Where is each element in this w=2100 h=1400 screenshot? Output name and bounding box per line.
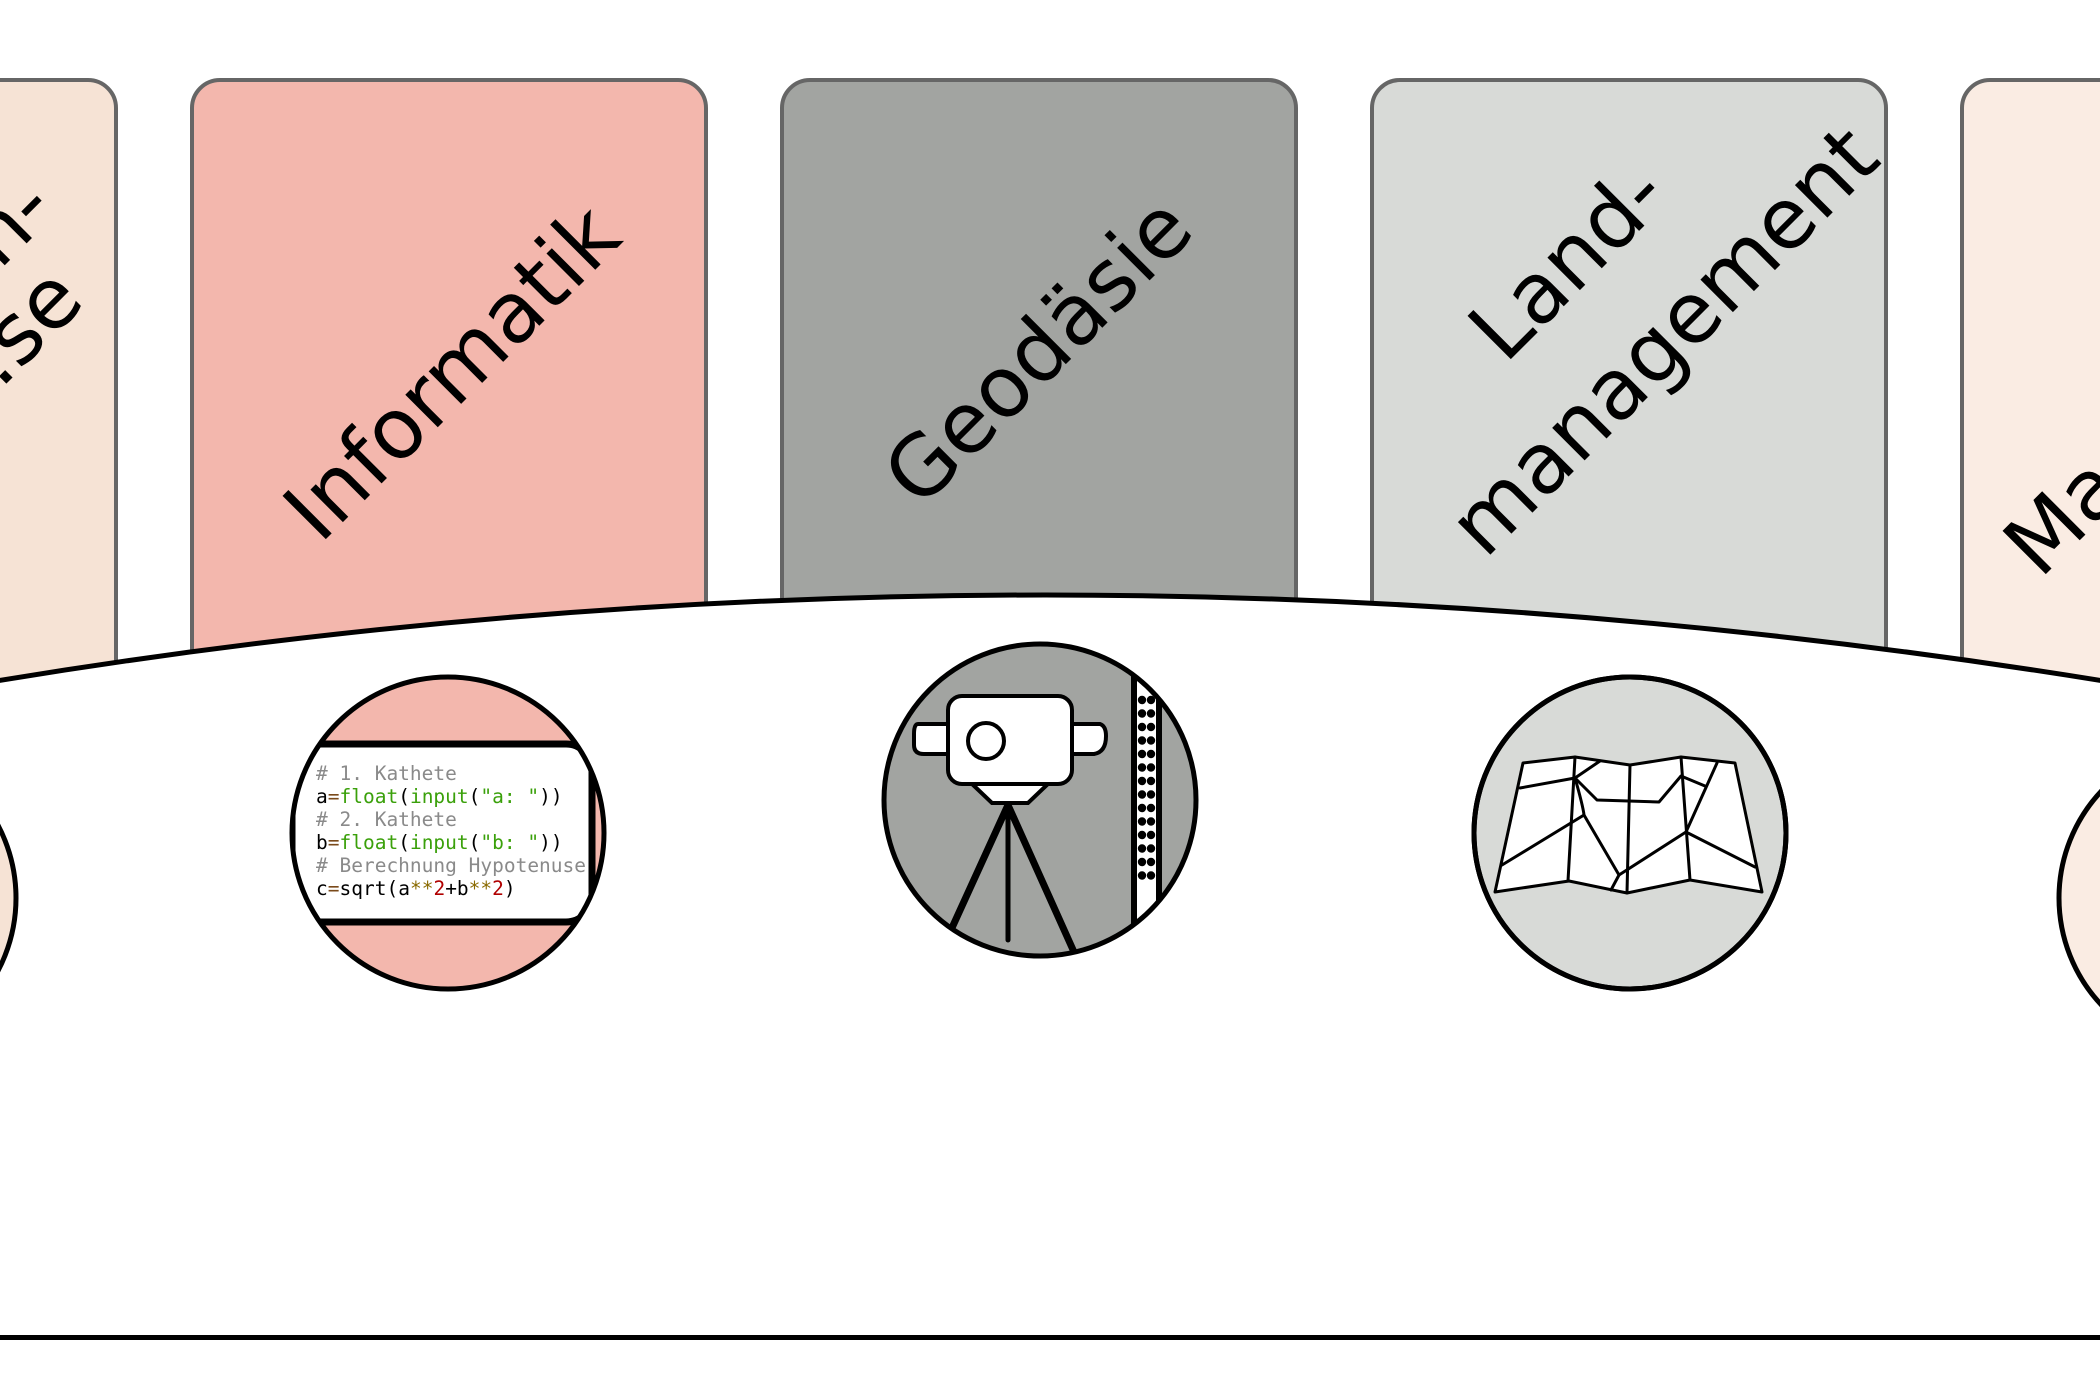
staff-mark: [1137, 736, 1147, 745]
card-left-partial[interactable]: …n- …se: [0, 78, 118, 782]
code-token: 2: [433, 877, 445, 900]
code-token: )): [539, 785, 562, 808]
staff-mark: [1137, 857, 1147, 867]
code-token: )): [539, 831, 562, 854]
code-token: # 2. Kathete: [316, 808, 457, 831]
code-token: a: [316, 785, 328, 808]
code-token: 2: [492, 877, 504, 900]
code-line: c=sqrt(a**2+b**2): [316, 877, 516, 900]
bottom-divider: [0, 1335, 2100, 1340]
staff-mark: [1137, 817, 1147, 826]
code-token: (: [398, 831, 410, 854]
code-token: # 1. Kathete: [316, 762, 457, 785]
code-token: +b: [445, 877, 468, 900]
level-instrument-icon: [912, 694, 1109, 805]
staff-mark: [1146, 749, 1156, 759]
staff-mark: [1137, 803, 1147, 813]
card-right-partial[interactable]: Ma…: [1960, 78, 2100, 782]
staff-mark: [1146, 695, 1156, 705]
staff-mark: [1137, 749, 1147, 759]
code-line: a=float(input("a: ")): [316, 785, 563, 808]
code-token: float: [340, 785, 399, 808]
code-token: input: [410, 831, 469, 854]
staff-mark: [1146, 763, 1156, 772]
code-line: # 1. Kathete: [316, 762, 457, 785]
staff-mark: [1137, 871, 1147, 880]
code-token: "a: ": [480, 785, 539, 808]
code-token: input: [410, 785, 469, 808]
right-partial-icon: [2056, 788, 2100, 1008]
code-token: sqrt(a: [340, 877, 410, 900]
code-token: ): [504, 877, 516, 900]
staff-mark: [1137, 709, 1147, 718]
code-token: =: [328, 831, 340, 854]
staff-mark: [1146, 790, 1156, 799]
arc-edge: [0, 592, 2100, 683]
code-token: float: [340, 831, 399, 854]
code-token: # Berechnung Hypotenuse: [316, 854, 586, 877]
code-token: (: [469, 785, 481, 808]
code-token: "b: ": [480, 831, 539, 854]
code-line: b=float(input("b: ")): [316, 831, 563, 854]
code-token: =: [328, 877, 340, 900]
code-token: **: [410, 877, 433, 900]
left-partial-icon: [0, 823, 19, 973]
folded-map-icon: [1471, 674, 1789, 992]
staff-mark: [1137, 844, 1147, 853]
code-token: b: [316, 831, 328, 854]
surveying-level-icon: [881, 641, 1199, 959]
staff-mark: [1137, 830, 1147, 840]
staff-mark: [1146, 871, 1156, 880]
staff-mark: [1137, 776, 1147, 786]
staff-mark: [1146, 776, 1156, 786]
staff-mark: [1146, 857, 1156, 867]
code-line: # 2. Kathete: [316, 808, 457, 831]
code-token: c: [316, 877, 328, 900]
tripod-icon: [947, 801, 1078, 956]
staff-mark: [1146, 830, 1156, 840]
map-lines: [1500, 755, 1757, 895]
staff-mark: [1137, 695, 1147, 705]
code-line: # Berechnung Hypotenuse: [316, 854, 586, 877]
staff-mark: [1146, 722, 1156, 732]
code-token: (: [398, 785, 410, 808]
code-token: =: [328, 785, 340, 808]
staff-mark: [1137, 763, 1147, 772]
code-token: **: [469, 877, 492, 900]
card-left-partial-bg: [0, 78, 118, 782]
staff-mark: [1146, 803, 1156, 813]
staff-mark: [1137, 722, 1147, 732]
staff-mark: [1146, 844, 1156, 853]
code-editor-box: [292, 740, 596, 926]
staff-mark: [1146, 817, 1156, 826]
staff-mark: [1146, 709, 1156, 718]
card-informatik[interactable]: Informatik: [190, 78, 708, 782]
code-token: (: [469, 831, 481, 854]
staff-mark: [1137, 790, 1147, 799]
card-right-partial-bg: [1960, 78, 2100, 782]
staff-mark: [1146, 736, 1156, 745]
